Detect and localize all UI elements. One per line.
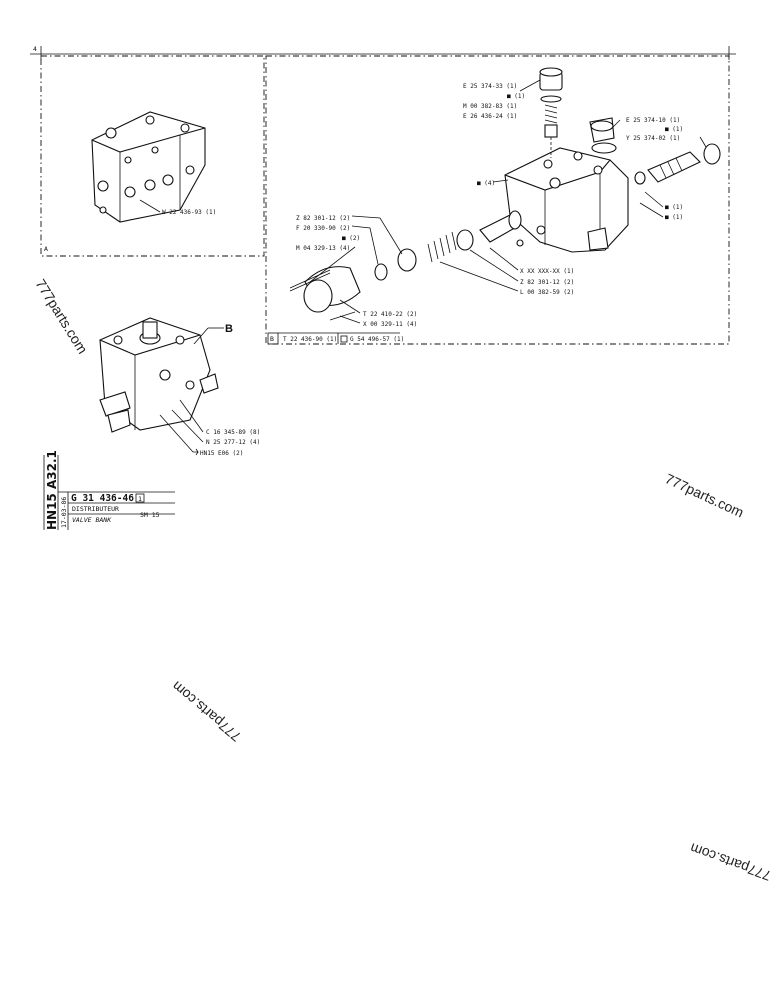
pointer-b: B	[225, 323, 233, 335]
corner-mark: 4	[33, 45, 37, 53]
part-label: HN15 E06 (2)	[200, 450, 243, 457]
part-label: Z 82 301-12 (2)	[296, 215, 350, 222]
part-label: ■ (1)	[665, 126, 683, 133]
part-label: F 20 330-90 (2)	[296, 225, 350, 232]
panel-b: B T 22 436-90 (1) G 54 496-57 (1)	[265, 55, 730, 345]
part-label: ■ (1)	[665, 214, 683, 221]
part-label: Z 82 301-12 (2)	[520, 279, 574, 286]
part-label: Y 25 374-02 (1)	[626, 135, 680, 142]
relief-valve	[589, 117, 721, 185]
bottom-left-code: T 22 436-90 (1)	[283, 336, 337, 343]
part-label: N 25 277-12 (4)	[206, 439, 260, 446]
part-label: T 22 410-22 (2)	[363, 311, 417, 318]
assembly: B C 16 345-89 (8) N 25 277-12 (4) HN15 E…	[99, 317, 260, 457]
part-label: E 25 374-33 (1)	[463, 83, 517, 90]
part-label: E 26 436-24 (1)	[463, 113, 517, 120]
name-en: VALVE BANK	[72, 516, 112, 524]
valve-body	[504, 147, 629, 253]
part-label: ■ (1)	[507, 93, 525, 100]
part-number: G 31 436-46	[71, 493, 134, 504]
part-label: E 25 374-10 (1)	[626, 117, 680, 124]
cover-block	[91, 111, 206, 223]
sheet-date: 17-03-86	[60, 497, 68, 528]
watermark: 777parts.com	[688, 840, 772, 884]
name-fr: DISTRIBUTEUR	[72, 505, 119, 513]
watermark: 777parts.com	[663, 470, 747, 520]
part-label: C 16 345-89 (8)	[206, 429, 260, 436]
part-label: L 00 382-59 (2)	[520, 289, 574, 296]
bottom-right-code: G 54 496-57 (1)	[350, 336, 404, 343]
part-label: X XX XXX-XX (1)	[520, 268, 574, 275]
part-label: ■ (4)	[477, 180, 495, 187]
revision: 1	[138, 495, 142, 503]
top-stack	[539, 67, 563, 158]
title-block: HN15 A32.1 17-03-86 G 31 436-46 1 DISTRI…	[43, 450, 175, 530]
watermark: 777parts.com	[32, 276, 91, 356]
part-label: ■ (2)	[342, 235, 360, 242]
panel-a: A W 22 436-93 (1)	[40, 55, 265, 257]
part-label: X 00 329-11 (4)	[363, 321, 417, 328]
panel-a-letter: A	[44, 245, 48, 253]
part-label: M 00 382-83 (1)	[463, 103, 517, 110]
sheet-code: HN15 A32.1	[45, 450, 59, 530]
part-label: ■ (1)	[665, 204, 683, 211]
part-label: M 04 329-13 (4)	[296, 245, 350, 252]
part-label: W 22 436-93 (1)	[162, 209, 216, 216]
panel-b-letter: B	[270, 335, 274, 343]
spool-assembly	[289, 210, 522, 321]
watermark: 777parts.com	[169, 678, 244, 745]
frame: 4	[30, 45, 736, 60]
model: SM 15	[140, 511, 160, 519]
